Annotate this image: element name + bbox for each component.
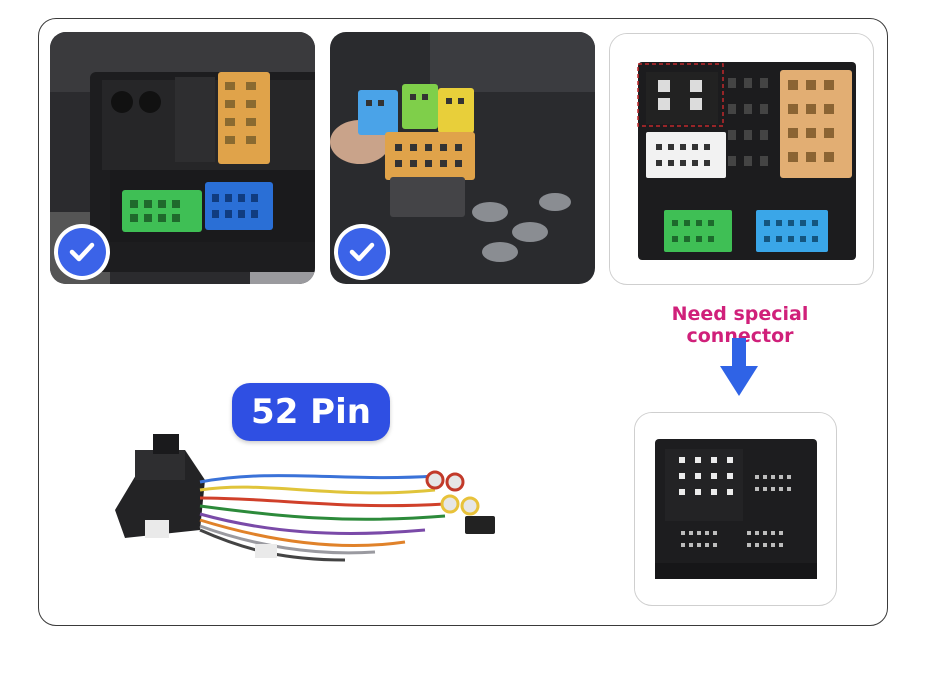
checkmark-icon: [58, 228, 106, 276]
special-connector-caption: Need special connector: [671, 303, 809, 347]
check-badge-2: [334, 224, 390, 280]
check-badge-1: [54, 224, 110, 280]
photo-car-connector-2: [330, 32, 595, 284]
special-connector-photo: [634, 412, 837, 606]
photo-car-connector-1: [50, 32, 315, 284]
checkmark-icon: [338, 228, 386, 276]
connector-diagram-illustration: [610, 34, 872, 283]
connector-photo-2-illustration: [330, 32, 595, 284]
special-connector-illustration: [635, 413, 835, 604]
wiring-harness-image: [115, 434, 495, 562]
arrow-down-icon: [720, 338, 758, 396]
pin-count-badge: 52 Pin: [232, 383, 390, 441]
photo-connector-diagram: [609, 33, 874, 285]
